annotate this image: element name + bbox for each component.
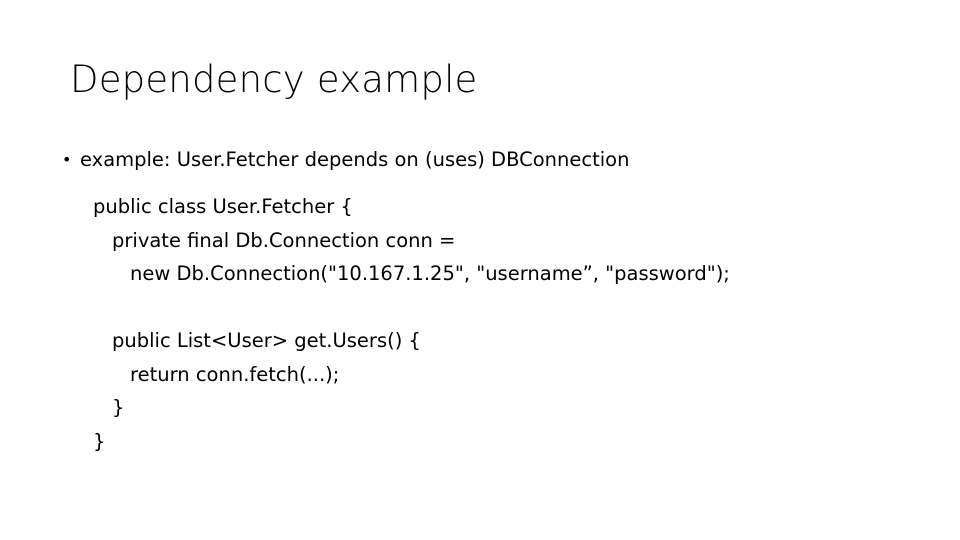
page-title: Dependency example (70, 58, 478, 101)
list-item: • example: User.Fetcher depends on (uses… (62, 146, 922, 173)
code-line: private final Db.Connection conn = (112, 228, 456, 252)
code-line: new Db.Connection("10.167.1.25", "userna… (130, 262, 730, 285)
bullet-text: example: User.Fetcher depends on (uses) … (80, 148, 630, 171)
code-line: public class User.Fetcher { (93, 195, 353, 218)
code-line: public List<User> get.Users() { (112, 329, 421, 352)
bullet-marker-icon: • (62, 150, 72, 169)
code-line: } (93, 429, 106, 453)
code-listing: public class User.Fetcher { private final… (62, 190, 922, 458)
code-line: return conn.fetch(...); (130, 362, 340, 386)
slide-body: • example: User.Fetcher depends on (uses… (62, 146, 922, 458)
code-line: } (112, 396, 125, 419)
code-line-blank (62, 291, 922, 325)
